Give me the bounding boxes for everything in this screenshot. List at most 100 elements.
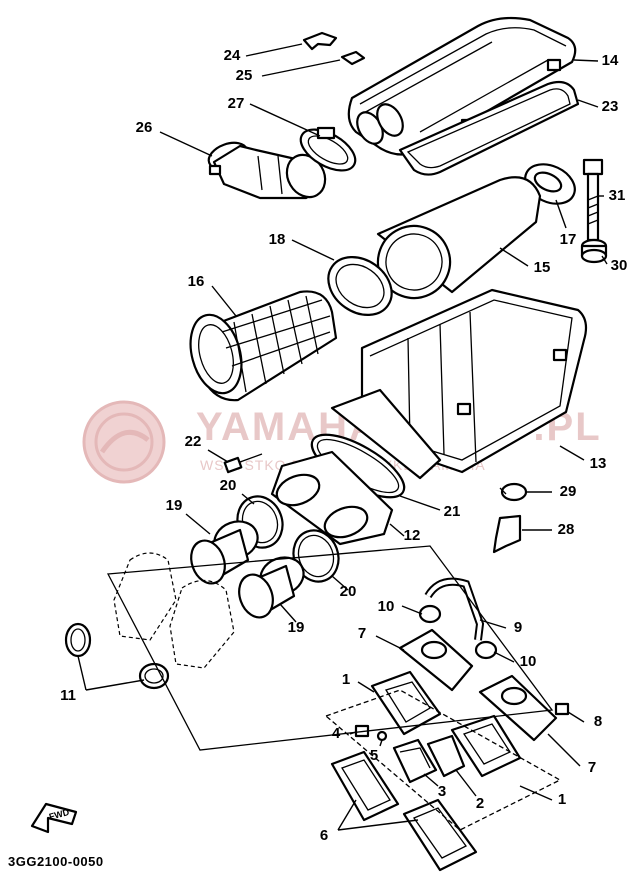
filter-cage-part-16 [189, 290, 338, 402]
reed-cover-part-7-lower [478, 674, 558, 742]
callout-number: 7 [588, 759, 596, 776]
washer-part-5 [376, 730, 388, 742]
leader-line [559, 445, 585, 461]
callout-number: 25 [236, 67, 253, 84]
callout-14: 14 [573, 52, 619, 69]
callout-13: 13 [559, 445, 607, 472]
leader-line [185, 513, 211, 535]
callout-16: 16 [188, 273, 237, 317]
callout-19a: 19 [166, 497, 211, 535]
callout-number: 7 [358, 625, 366, 642]
callout-31: 31 [598, 187, 625, 204]
callout-21: 21 [399, 495, 460, 520]
callout-18: 18 [269, 231, 335, 261]
callout-7a: 7 [358, 625, 405, 651]
leader-line [291, 239, 335, 261]
callout-number: 27 [228, 95, 245, 112]
callout-30: 30 [601, 255, 628, 274]
clamp-part-11-right [138, 662, 170, 690]
group-outline [106, 545, 562, 831]
callout-number: 9 [514, 619, 522, 636]
bolt-part-31 [582, 158, 604, 242]
leader-line [279, 603, 297, 623]
callout-number: 2 [476, 795, 484, 812]
leader-line [577, 99, 599, 108]
leader-line [455, 769, 477, 797]
carburetor-reference [113, 552, 235, 669]
leader-line [399, 495, 441, 511]
leader-line [211, 285, 237, 317]
callout-number: 8 [594, 713, 602, 730]
leader-line [249, 103, 321, 137]
callout-number: 4 [332, 725, 341, 742]
reed-valve-part-1-upper [370, 670, 442, 736]
callout-number: 1 [342, 671, 350, 688]
callout-20b: 20 [331, 575, 357, 600]
leader-line [423, 773, 439, 787]
callout-number: 29 [560, 483, 577, 500]
callout-number: 20 [340, 583, 357, 600]
clip-part-10-lower [474, 640, 498, 660]
callout-number: 1 [558, 791, 566, 808]
airbox-part-13 [330, 288, 588, 480]
carb-joint-part-19-lower [238, 556, 305, 619]
leader-line [519, 785, 553, 801]
callout-10a: 10 [378, 598, 423, 615]
band-part-18 [327, 256, 393, 316]
callout-number: 11 [60, 687, 76, 704]
callout-number: 3 [438, 783, 446, 800]
carb-joint-part-19-upper [190, 520, 259, 585]
callout-2: 2 [455, 769, 484, 812]
callout-24: 24 [224, 43, 303, 64]
leader-line [493, 651, 515, 663]
callout-5: 5 [370, 739, 383, 764]
leader-line [337, 819, 419, 831]
callout-23: 23 [577, 98, 618, 115]
diagram-code: 3GG2100-0050 [8, 854, 104, 869]
leader-line [573, 59, 599, 62]
callout-number: 6 [320, 827, 328, 844]
leader-line [567, 711, 585, 723]
gasket-part-23 [398, 80, 580, 176]
callout-28: 28 [522, 521, 574, 538]
leader-line [479, 619, 507, 629]
gasket-part-6-right [402, 798, 478, 872]
callout-10b: 10 [493, 651, 537, 670]
callout-8: 8 [567, 711, 602, 730]
leader-line [547, 733, 581, 767]
callout-number: 10 [378, 598, 395, 615]
hose-clamp-part-27 [299, 126, 357, 172]
callout-number: 31 [609, 187, 626, 204]
callout-number: 20 [220, 477, 237, 494]
callout-number: 30 [611, 257, 628, 274]
callout-number: 10 [520, 653, 537, 670]
forward-arrow-icon: FWD [30, 802, 78, 834]
bracket-part-28 [492, 514, 522, 554]
callout-12: 12 [389, 523, 421, 544]
callout-number: 12 [404, 527, 421, 544]
callout-17: 17 [555, 199, 577, 248]
callout-9: 9 [479, 619, 522, 636]
clip-part-10-upper [418, 604, 442, 624]
callout-number: 13 [590, 455, 607, 472]
leader-line [331, 575, 349, 591]
intake-duct-part-26 [207, 141, 327, 200]
callout-1a: 1 [342, 671, 375, 693]
reed-cover-part-7-upper [398, 628, 474, 692]
callout-7b: 7 [547, 733, 596, 776]
leader-line [555, 199, 567, 229]
callout-11: 11 [60, 655, 145, 704]
hose-part-9 [424, 577, 485, 641]
leader-line [245, 43, 303, 57]
callout-number: 17 [560, 231, 577, 248]
callout-4: 4 [332, 725, 357, 742]
callout-3: 3 [423, 773, 446, 800]
callout-6: 6 [320, 799, 419, 844]
screw-part-8 [554, 702, 570, 716]
leader-line [499, 247, 529, 267]
clip-part-25 [340, 50, 366, 66]
callout-number: 18 [269, 231, 286, 248]
clip-part-24 [302, 31, 338, 51]
callout-15: 15 [499, 247, 550, 276]
clip-part-29 [499, 482, 528, 502]
